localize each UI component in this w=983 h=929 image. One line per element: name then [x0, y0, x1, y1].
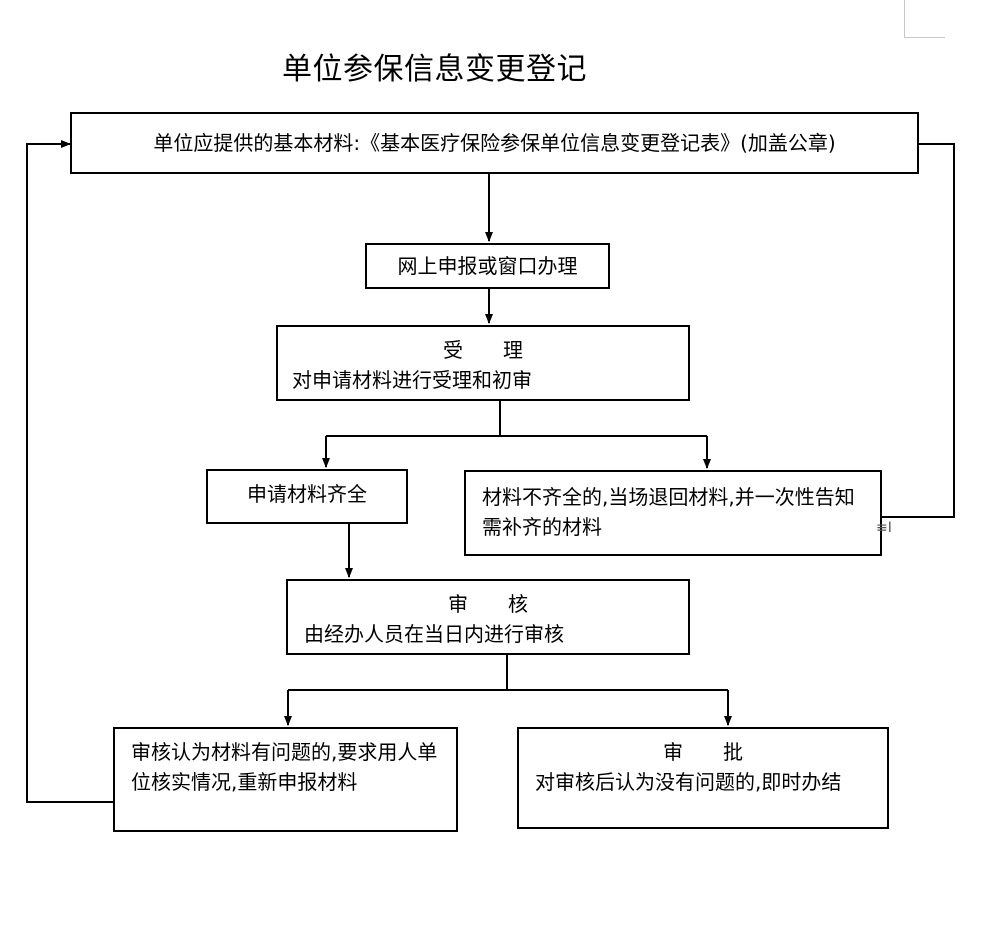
node-complete: 申请材料齐全 — [206, 469, 408, 524]
node-approve: 审 批 对审核后认为没有问题的,即时办结 — [517, 727, 889, 829]
node-basic-materials: 单位应提供的基本材料:《基本医疗保险参保单位信息变更登记表》(加盖公章) — [70, 112, 919, 174]
node-apply-text: 网上申报或窗口办理 — [397, 254, 578, 278]
node-review-heading: 审 核 — [448, 592, 528, 616]
flowchart-title: 单位参保信息变更登记 — [282, 52, 587, 87]
node-accept-heading: 受 理 — [443, 338, 523, 362]
node-complete-text: 申请材料齐全 — [247, 482, 367, 506]
node-apply: 网上申报或窗口办理 — [365, 243, 610, 289]
node-review: 审 核 由经办人员在当日内进行审核 — [286, 579, 690, 655]
node-incomplete-text: 材料不齐全的,当场退回材料,并一次性告知需补齐的材料 — [482, 485, 855, 539]
loop-incomplete-to-materials — [882, 140, 955, 518]
node-review-body: 由经办人员在当日内进行审核 — [304, 622, 564, 646]
loop-problem-to-materials — [26, 140, 113, 803]
node-accept: 受 理 对申请材料进行受理和初审 — [276, 325, 690, 401]
node-accept-body: 对申请材料进行受理和初审 — [292, 368, 532, 392]
page-corner-marker — [904, 0, 945, 38]
node-basic-materials-text: 单位应提供的基本材料:《基本医疗保险参保单位信息变更登记表》(加盖公章) — [153, 131, 836, 155]
node-approve-body: 对审核后认为没有问题的,即时办结 — [535, 770, 842, 794]
node-incomplete: 材料不齐全的,当场退回材料,并一次性告知需补齐的材料 — [464, 470, 882, 556]
node-problem: 审核认为材料有问题的,要求用人单位核实情况,重新申报材料 — [113, 727, 458, 832]
text-cursor-icon: ≡I — [876, 520, 892, 536]
node-approve-heading: 审 批 — [663, 740, 743, 764]
node-problem-text: 审核认为材料有问题的,要求用人单位核实情况,重新申报材料 — [131, 740, 438, 794]
